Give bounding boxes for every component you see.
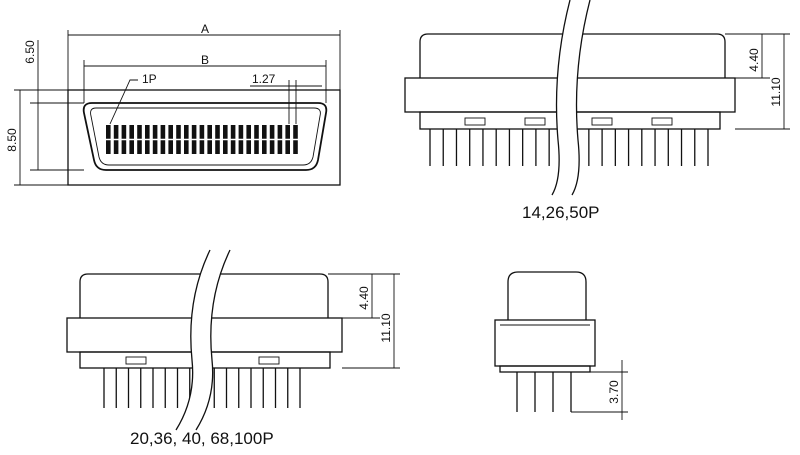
end-body bbox=[494, 319, 596, 367]
top-view-outline bbox=[67, 89, 341, 186]
break-band-small bbox=[552, 0, 590, 195]
dim-label-total-large: 11.10 bbox=[379, 313, 393, 342]
end-base bbox=[499, 365, 591, 373]
side-view-small: 4.40 11.10 14,26,50P bbox=[404, 0, 790, 222]
contact-row bbox=[104, 125, 304, 154]
side-view-large: 4.40 11.10 20,36, 40, 68,100P bbox=[66, 249, 400, 448]
variants-label-small: 14,26,50P bbox=[522, 203, 600, 222]
dim-label-total-small: 11.10 bbox=[769, 77, 783, 106]
break-band-large bbox=[176, 250, 230, 430]
d-shell bbox=[82, 102, 328, 171]
top-view: A B 1P 1.27 8.50 6.50 bbox=[5, 22, 341, 186]
dim-label-a: A bbox=[201, 22, 209, 36]
dim-label-shell-small: 4.40 bbox=[747, 48, 761, 72]
pin-one-leader bbox=[109, 79, 138, 125]
dim-label-shell-large: 4.40 bbox=[357, 286, 371, 310]
variants-label-large: 20,36, 40, 68,100P bbox=[130, 429, 274, 448]
dim-label-b: B bbox=[201, 53, 209, 67]
end-shell-top bbox=[507, 271, 587, 320]
dim-label-depth-outer: 8.50 bbox=[5, 128, 19, 152]
dim-label-pin-length: 3.70 bbox=[607, 380, 621, 404]
d-shell-inner bbox=[90, 107, 321, 166]
dim-label-pitch: 1.27 bbox=[252, 72, 276, 86]
pin-row-small bbox=[429, 129, 709, 166]
pin-one-label: 1P bbox=[142, 72, 157, 86]
dim-label-depth-inner: 6.50 bbox=[23, 40, 37, 64]
end-view: 3.70 bbox=[494, 271, 628, 420]
